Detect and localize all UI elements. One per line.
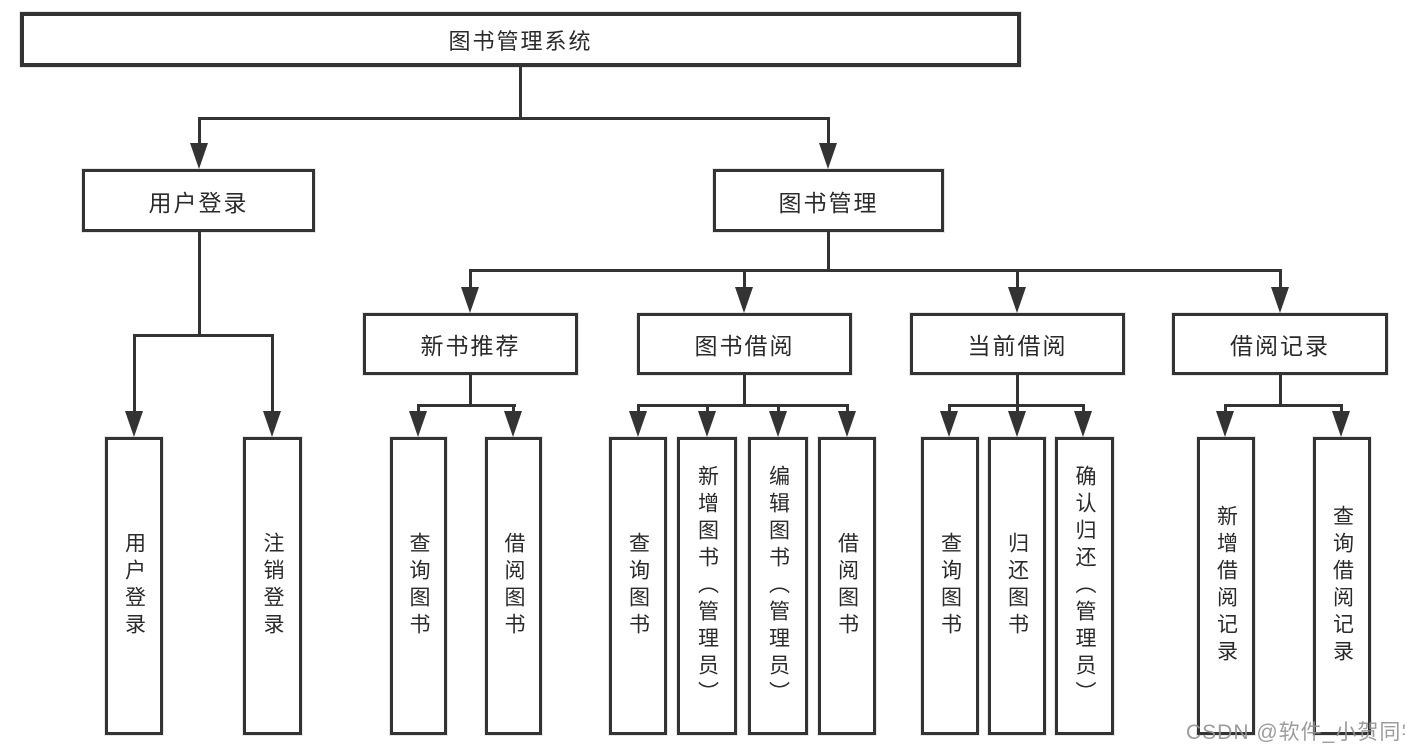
connector-line — [706, 404, 709, 415]
connector-line — [1016, 269, 1019, 291]
leaf-query-books-current: 查询图书 — [921, 437, 979, 735]
leaf-query-books-borrowing: 查询图书 — [609, 437, 667, 735]
arrow-down-icon — [504, 411, 522, 437]
connector-line — [198, 117, 830, 120]
connector-line — [1224, 404, 1343, 407]
node-new-book-recommend: 新书推荐 — [363, 313, 578, 375]
arrow-down-icon — [263, 411, 281, 437]
node-root-library-system: 图书管理系统 — [20, 12, 1021, 67]
leaf-logout: 注销登录 — [243, 437, 302, 735]
connector-line — [743, 269, 746, 291]
node-label: 用户登录 — [148, 189, 249, 216]
connector-line — [777, 404, 780, 415]
csdn-watermark: CSDN @软件_小贺同学 — [1186, 721, 1405, 744]
connector-line — [1340, 404, 1343, 415]
connector-line — [948, 404, 951, 415]
connector-line — [133, 334, 136, 413]
connector-line — [133, 334, 274, 337]
arrow-down-icon — [1008, 411, 1026, 437]
arrow-down-icon — [735, 287, 753, 313]
connector-line — [743, 375, 746, 406]
node-user-login-branch: 用户登录 — [82, 169, 315, 232]
arrow-down-icon — [409, 411, 427, 437]
node-label: 图书管理系统 — [448, 28, 593, 54]
connector-line — [637, 404, 640, 415]
leaf-return-books: 归还图书 — [988, 437, 1046, 735]
leaf-borrow-books: 借阅图书 — [818, 437, 876, 735]
arrow-down-icon — [819, 143, 837, 169]
arrow-down-icon — [1271, 287, 1289, 313]
connector-line — [1082, 404, 1085, 415]
arrow-down-icon — [769, 411, 787, 437]
node-label: 图书管理 — [778, 189, 879, 216]
leaf-query-borrow-record: 查询借阅记录 — [1313, 437, 1371, 735]
connector-line — [846, 404, 849, 415]
connector-line — [512, 404, 515, 415]
connector-line — [469, 269, 1282, 272]
leaf-label: 查询借阅记录 — [1330, 505, 1354, 667]
connector-line — [1279, 375, 1282, 406]
connector-line — [198, 117, 201, 145]
connector-line — [519, 67, 522, 118]
node-current-borrowing: 当前借阅 — [910, 313, 1125, 375]
node-label: 借阅记录 — [1230, 333, 1330, 359]
arrow-down-icon — [838, 411, 856, 437]
leaf-label: 查询图书 — [626, 532, 650, 640]
connector-line — [469, 269, 472, 291]
leaf-label: 用户登录 — [122, 532, 146, 640]
arrow-down-icon — [1332, 411, 1350, 437]
node-label: 图书借阅 — [694, 333, 795, 359]
arrow-down-icon — [629, 411, 647, 437]
node-label: 当前借阅 — [967, 333, 1068, 359]
leaf-user-login: 用户登录 — [105, 437, 163, 735]
leaf-label: 注销登录 — [261, 532, 284, 640]
leaf-label: 编辑图书（管理员） — [766, 464, 790, 708]
leaf-add-borrow-record: 新增借阅记录 — [1197, 437, 1255, 735]
node-book-borrowing: 图书借阅 — [637, 313, 852, 375]
leaf-label: 确认归还（管理员） — [1073, 464, 1096, 708]
leaf-query-books-recommend: 查询图书 — [390, 437, 447, 735]
connector-line — [417, 404, 420, 415]
leaf-label: 新增借阅记录 — [1214, 505, 1238, 667]
arrow-down-icon — [461, 287, 479, 313]
connector-line — [1016, 375, 1019, 406]
leaf-label: 查询图书 — [938, 532, 962, 640]
connector-line — [271, 334, 274, 413]
arrow-down-icon — [698, 411, 716, 437]
arrow-down-icon — [940, 411, 958, 437]
node-borrowing-records: 借阅记录 — [1172, 313, 1388, 375]
leaf-label: 归还图书 — [1005, 532, 1029, 640]
leaf-edit-books-admin: 编辑图书（管理员） — [748, 437, 808, 735]
connector-line — [469, 375, 472, 406]
connector-line — [417, 404, 516, 407]
leaf-label: 借阅图书 — [502, 532, 525, 640]
node-label: 新书推荐 — [420, 333, 521, 359]
arrow-down-icon — [1216, 411, 1234, 437]
leaf-label: 借阅图书 — [835, 532, 859, 640]
connector-line — [637, 404, 848, 407]
leaf-borrow-books-recommend: 借阅图书 — [485, 437, 542, 735]
leaf-confirm-return-admin: 确认归还（管理员） — [1055, 437, 1114, 735]
leaf-add-books-admin: 新增图书（管理员） — [677, 437, 737, 735]
arrow-down-icon — [1074, 411, 1092, 437]
connector-line — [198, 232, 201, 336]
connector-line — [1224, 404, 1227, 415]
arrow-down-icon — [125, 411, 143, 437]
leaf-label: 新增图书（管理员） — [695, 464, 719, 708]
arrow-down-icon — [1008, 287, 1026, 313]
connector-line — [1016, 404, 1019, 415]
node-book-management-branch: 图书管理 — [713, 169, 944, 232]
leaf-label: 查询图书 — [407, 532, 430, 640]
connector-line — [1279, 269, 1282, 291]
connector-line — [827, 232, 830, 271]
connector-line — [827, 117, 830, 145]
arrow-down-icon — [190, 143, 208, 169]
